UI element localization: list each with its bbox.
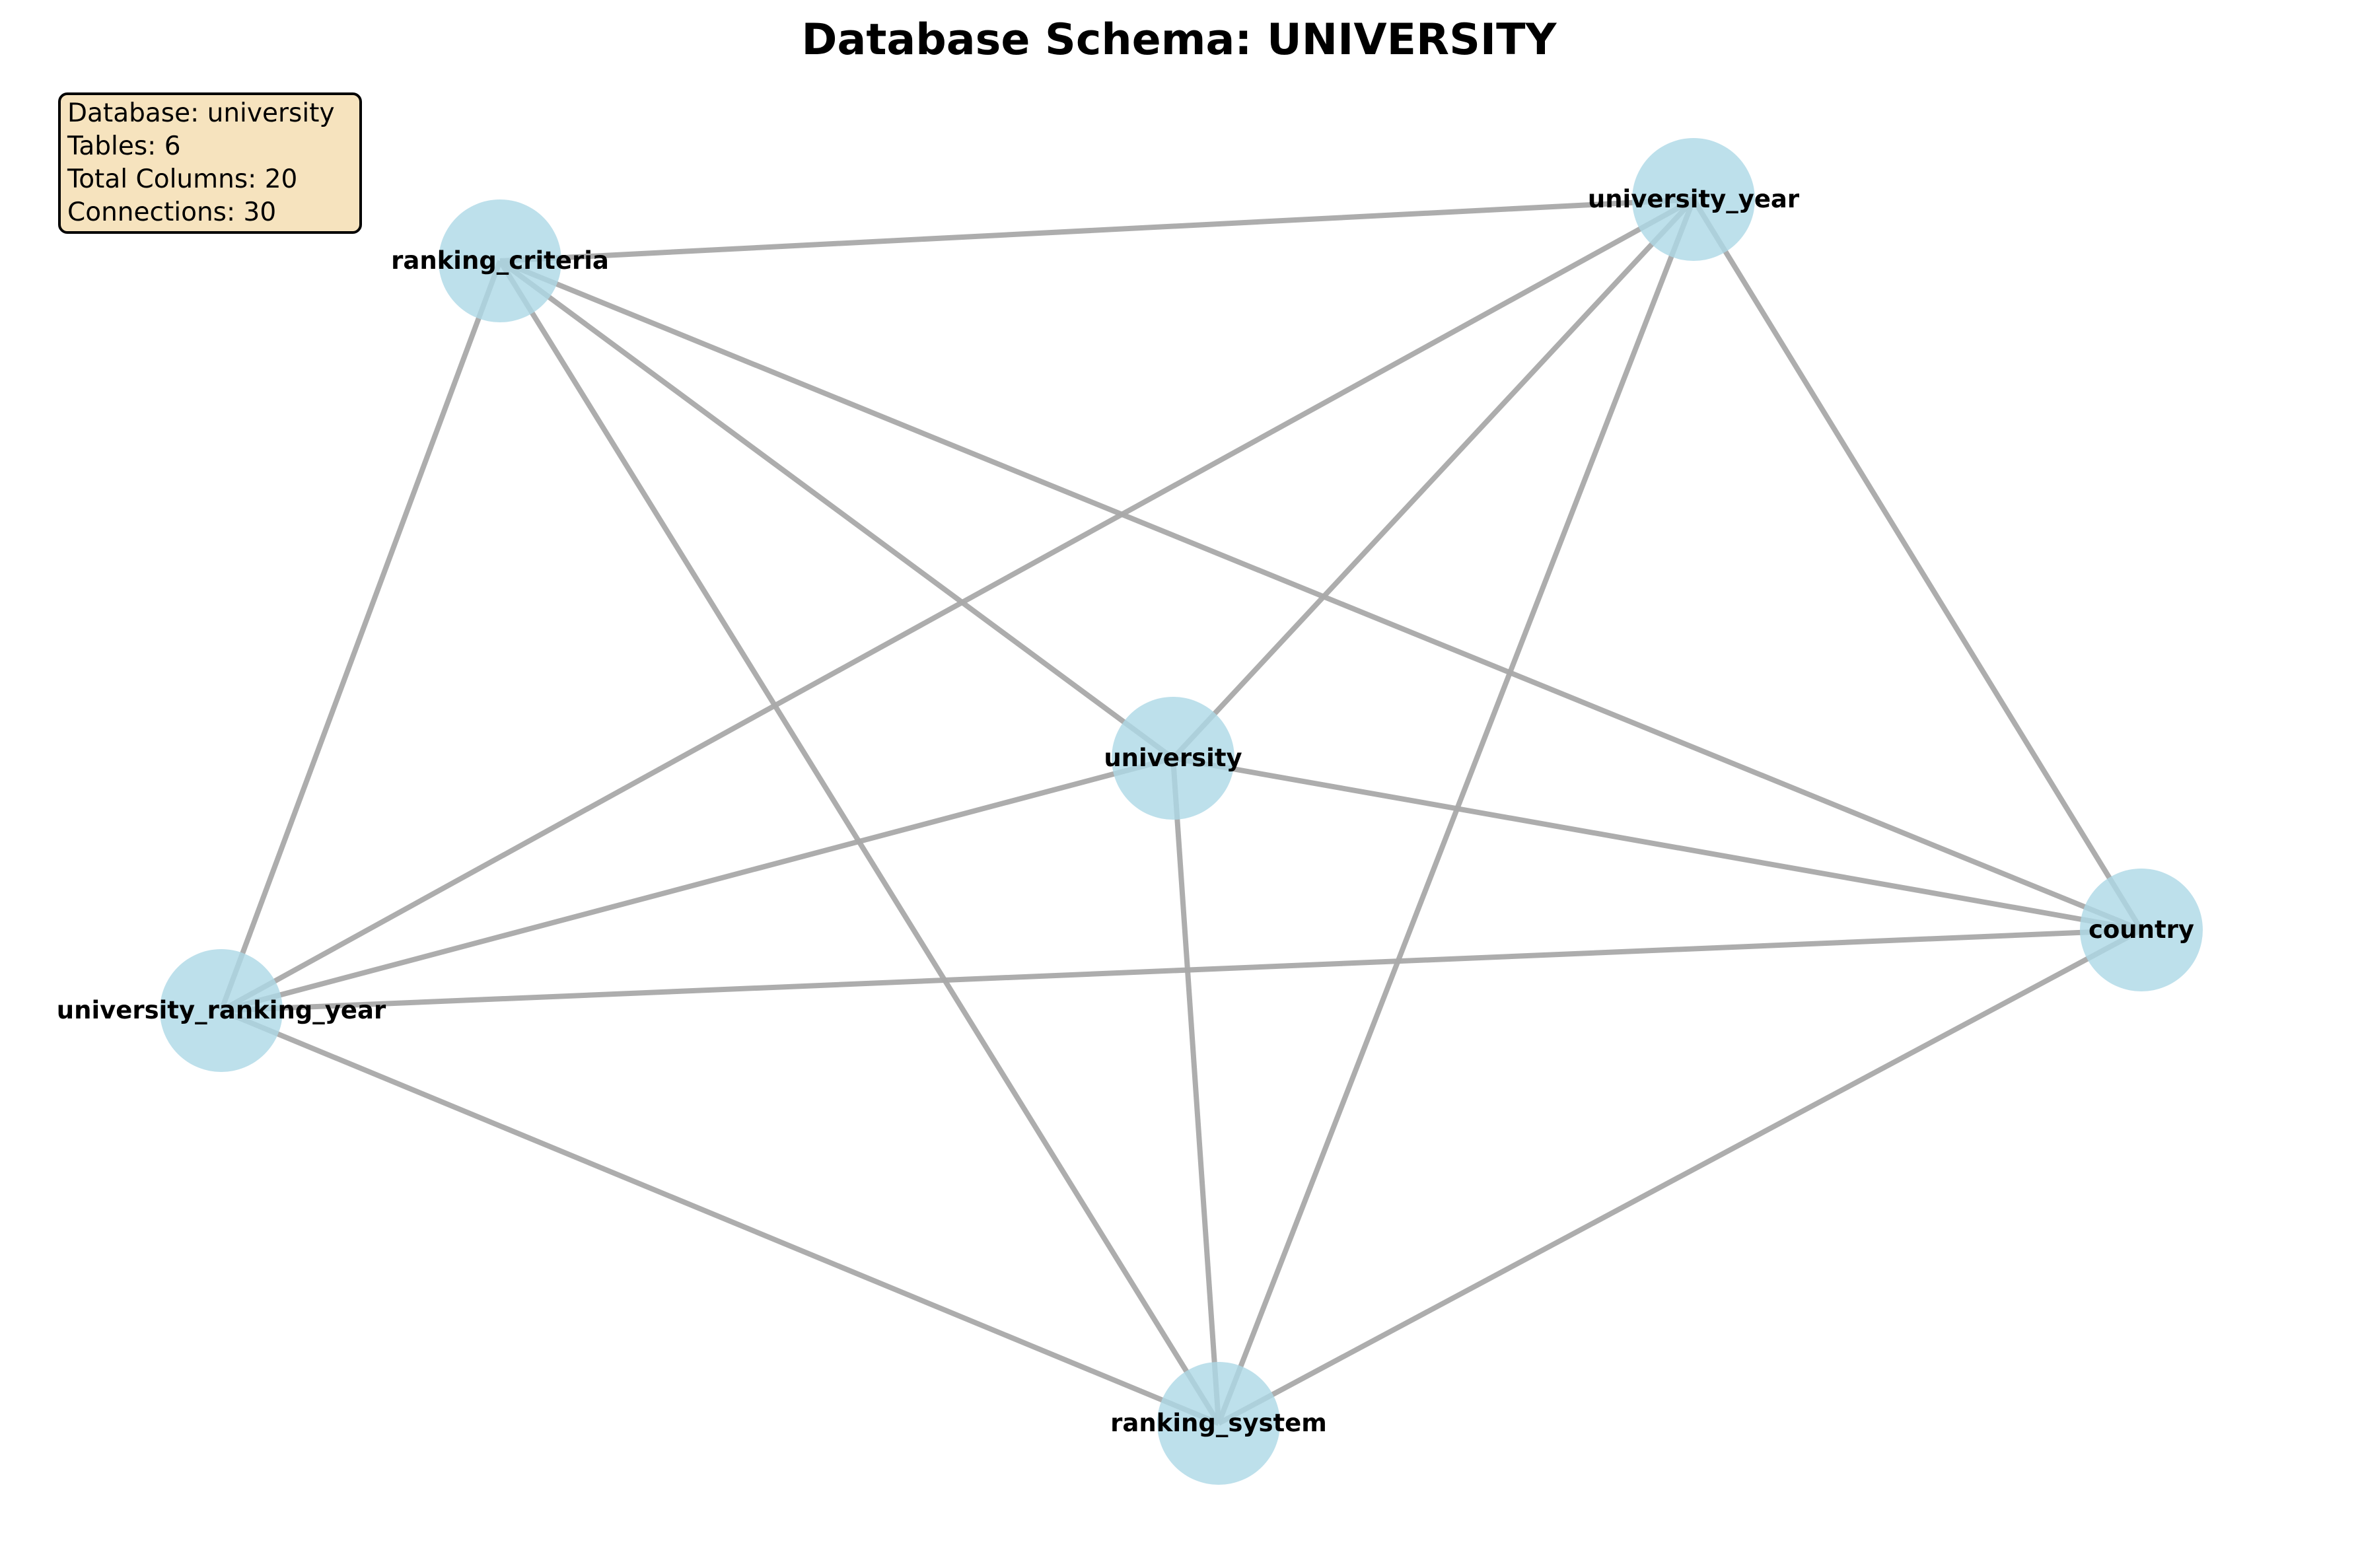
edge-university-ranking_system bbox=[1170, 758, 1221, 1424]
node-university_ranking_year[interactable]: university_ranking_year bbox=[57, 949, 386, 1072]
node-label-university_year: university_year bbox=[1588, 185, 1800, 213]
node-circle-ranking_system bbox=[1157, 1362, 1280, 1485]
edge-ranking_criteria-country bbox=[499, 258, 2143, 933]
node-circle-university_year bbox=[1632, 138, 1755, 261]
edge-university_year-university_ranking_year bbox=[220, 197, 1695, 1013]
edge-university-university_ranking_year bbox=[220, 756, 1174, 1013]
edge-university_ranking_year-ranking_system bbox=[220, 1008, 1220, 1426]
node-country[interactable]: country bbox=[2080, 869, 2203, 991]
nodes-layer: university_year ranking_criteria universit… bbox=[57, 138, 2203, 1485]
node-label-university_ranking_year: university_ranking_year bbox=[57, 996, 386, 1024]
node-label-ranking_system: ranking_system bbox=[1110, 1409, 1327, 1437]
node-circle-university_ranking_year bbox=[160, 949, 283, 1072]
node-ranking_system[interactable]: ranking_system bbox=[1110, 1362, 1327, 1485]
edge-university-country bbox=[1172, 756, 2142, 933]
edge-university_year-university bbox=[1171, 197, 1696, 760]
node-ranking_criteria[interactable]: ranking_criteria bbox=[391, 199, 609, 322]
info-total-columns: Total Columns: 20 bbox=[67, 164, 297, 194]
node-label-university: university bbox=[1104, 744, 1242, 772]
info-database: Database: university bbox=[67, 98, 335, 128]
edge-country-university_ranking_year bbox=[221, 927, 2142, 1013]
edge-ranking_criteria-university bbox=[498, 258, 1175, 761]
node-circle-country bbox=[2080, 869, 2203, 991]
node-university[interactable]: university bbox=[1104, 697, 1242, 820]
diagram-title: Database Schema: UNIVERSITY bbox=[802, 15, 1557, 65]
edge-ranking_criteria-university_ranking_year bbox=[219, 260, 503, 1012]
node-university_year[interactable]: university_year bbox=[1588, 138, 1800, 261]
info-box-background bbox=[58, 92, 362, 234]
info-box: Database: university Tables: 6 Total Col… bbox=[58, 92, 362, 234]
edge-country-ranking_system bbox=[1217, 927, 2143, 1426]
edges-layer bbox=[219, 197, 2144, 1426]
edge-university_year-country bbox=[1691, 197, 2144, 932]
info-connections: Connections: 30 bbox=[67, 197, 276, 227]
edge-university_year-ranking_system bbox=[1216, 198, 1696, 1425]
node-label-country: country bbox=[2089, 915, 2194, 944]
info-tables: Tables: 6 bbox=[67, 131, 181, 161]
node-circle-ranking_criteria bbox=[439, 199, 561, 322]
node-label-ranking_criteria: ranking_criteria bbox=[391, 246, 609, 275]
node-circle-university bbox=[1112, 697, 1234, 820]
edge-ranking_criteria-university_year bbox=[499, 197, 1694, 264]
